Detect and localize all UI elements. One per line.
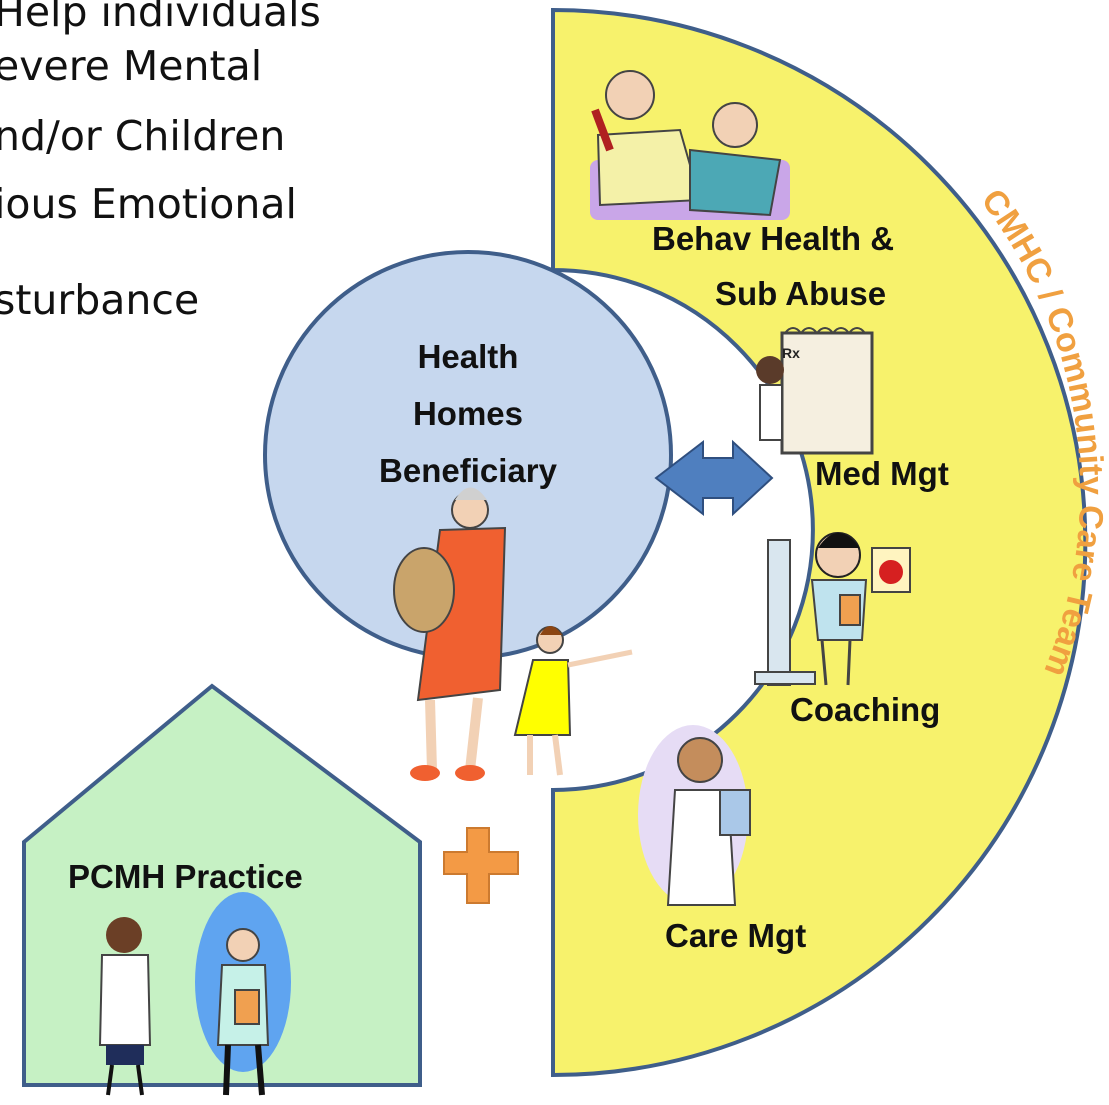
service-label-care-mgt: Care Mgt xyxy=(665,917,807,954)
pcmh-label: PCMH Practice xyxy=(68,858,303,895)
beneficiary-label-line-2: Homes xyxy=(412,395,524,432)
female-doctor-icon xyxy=(98,917,152,1096)
intro-line-4: ious Emotional xyxy=(0,180,297,228)
svg-text:Rx: Rx xyxy=(782,345,800,361)
service-label-med-mgt: Med Mgt xyxy=(815,455,949,492)
service-label-sub-abuse: Sub Abuse xyxy=(715,275,887,312)
service-label-behav-health: Behav Health & xyxy=(652,220,895,257)
grandmother-with-child-icon xyxy=(393,487,633,781)
intro-line-5: sturbance xyxy=(0,276,200,324)
nurse-with-scale-icon xyxy=(754,532,911,686)
male-doctor-icon xyxy=(195,892,291,1096)
double-arrow xyxy=(654,439,774,517)
beneficiary-label-line-1: Health xyxy=(417,338,519,375)
intro-line-3: nd/or Children xyxy=(0,112,286,160)
plus-sign xyxy=(443,827,519,904)
caregiver-with-patient-icon xyxy=(590,70,790,220)
intro-line-2: evere Mental xyxy=(0,42,263,90)
beneficiary-label-line-3: Beneficiary xyxy=(379,452,557,489)
prescription-pad-icon: Rx xyxy=(756,327,874,455)
doctor-with-clipboard-icon xyxy=(638,725,751,906)
intro-line-1: Help individuals xyxy=(0,0,321,36)
service-label-coaching: Coaching xyxy=(790,691,941,728)
